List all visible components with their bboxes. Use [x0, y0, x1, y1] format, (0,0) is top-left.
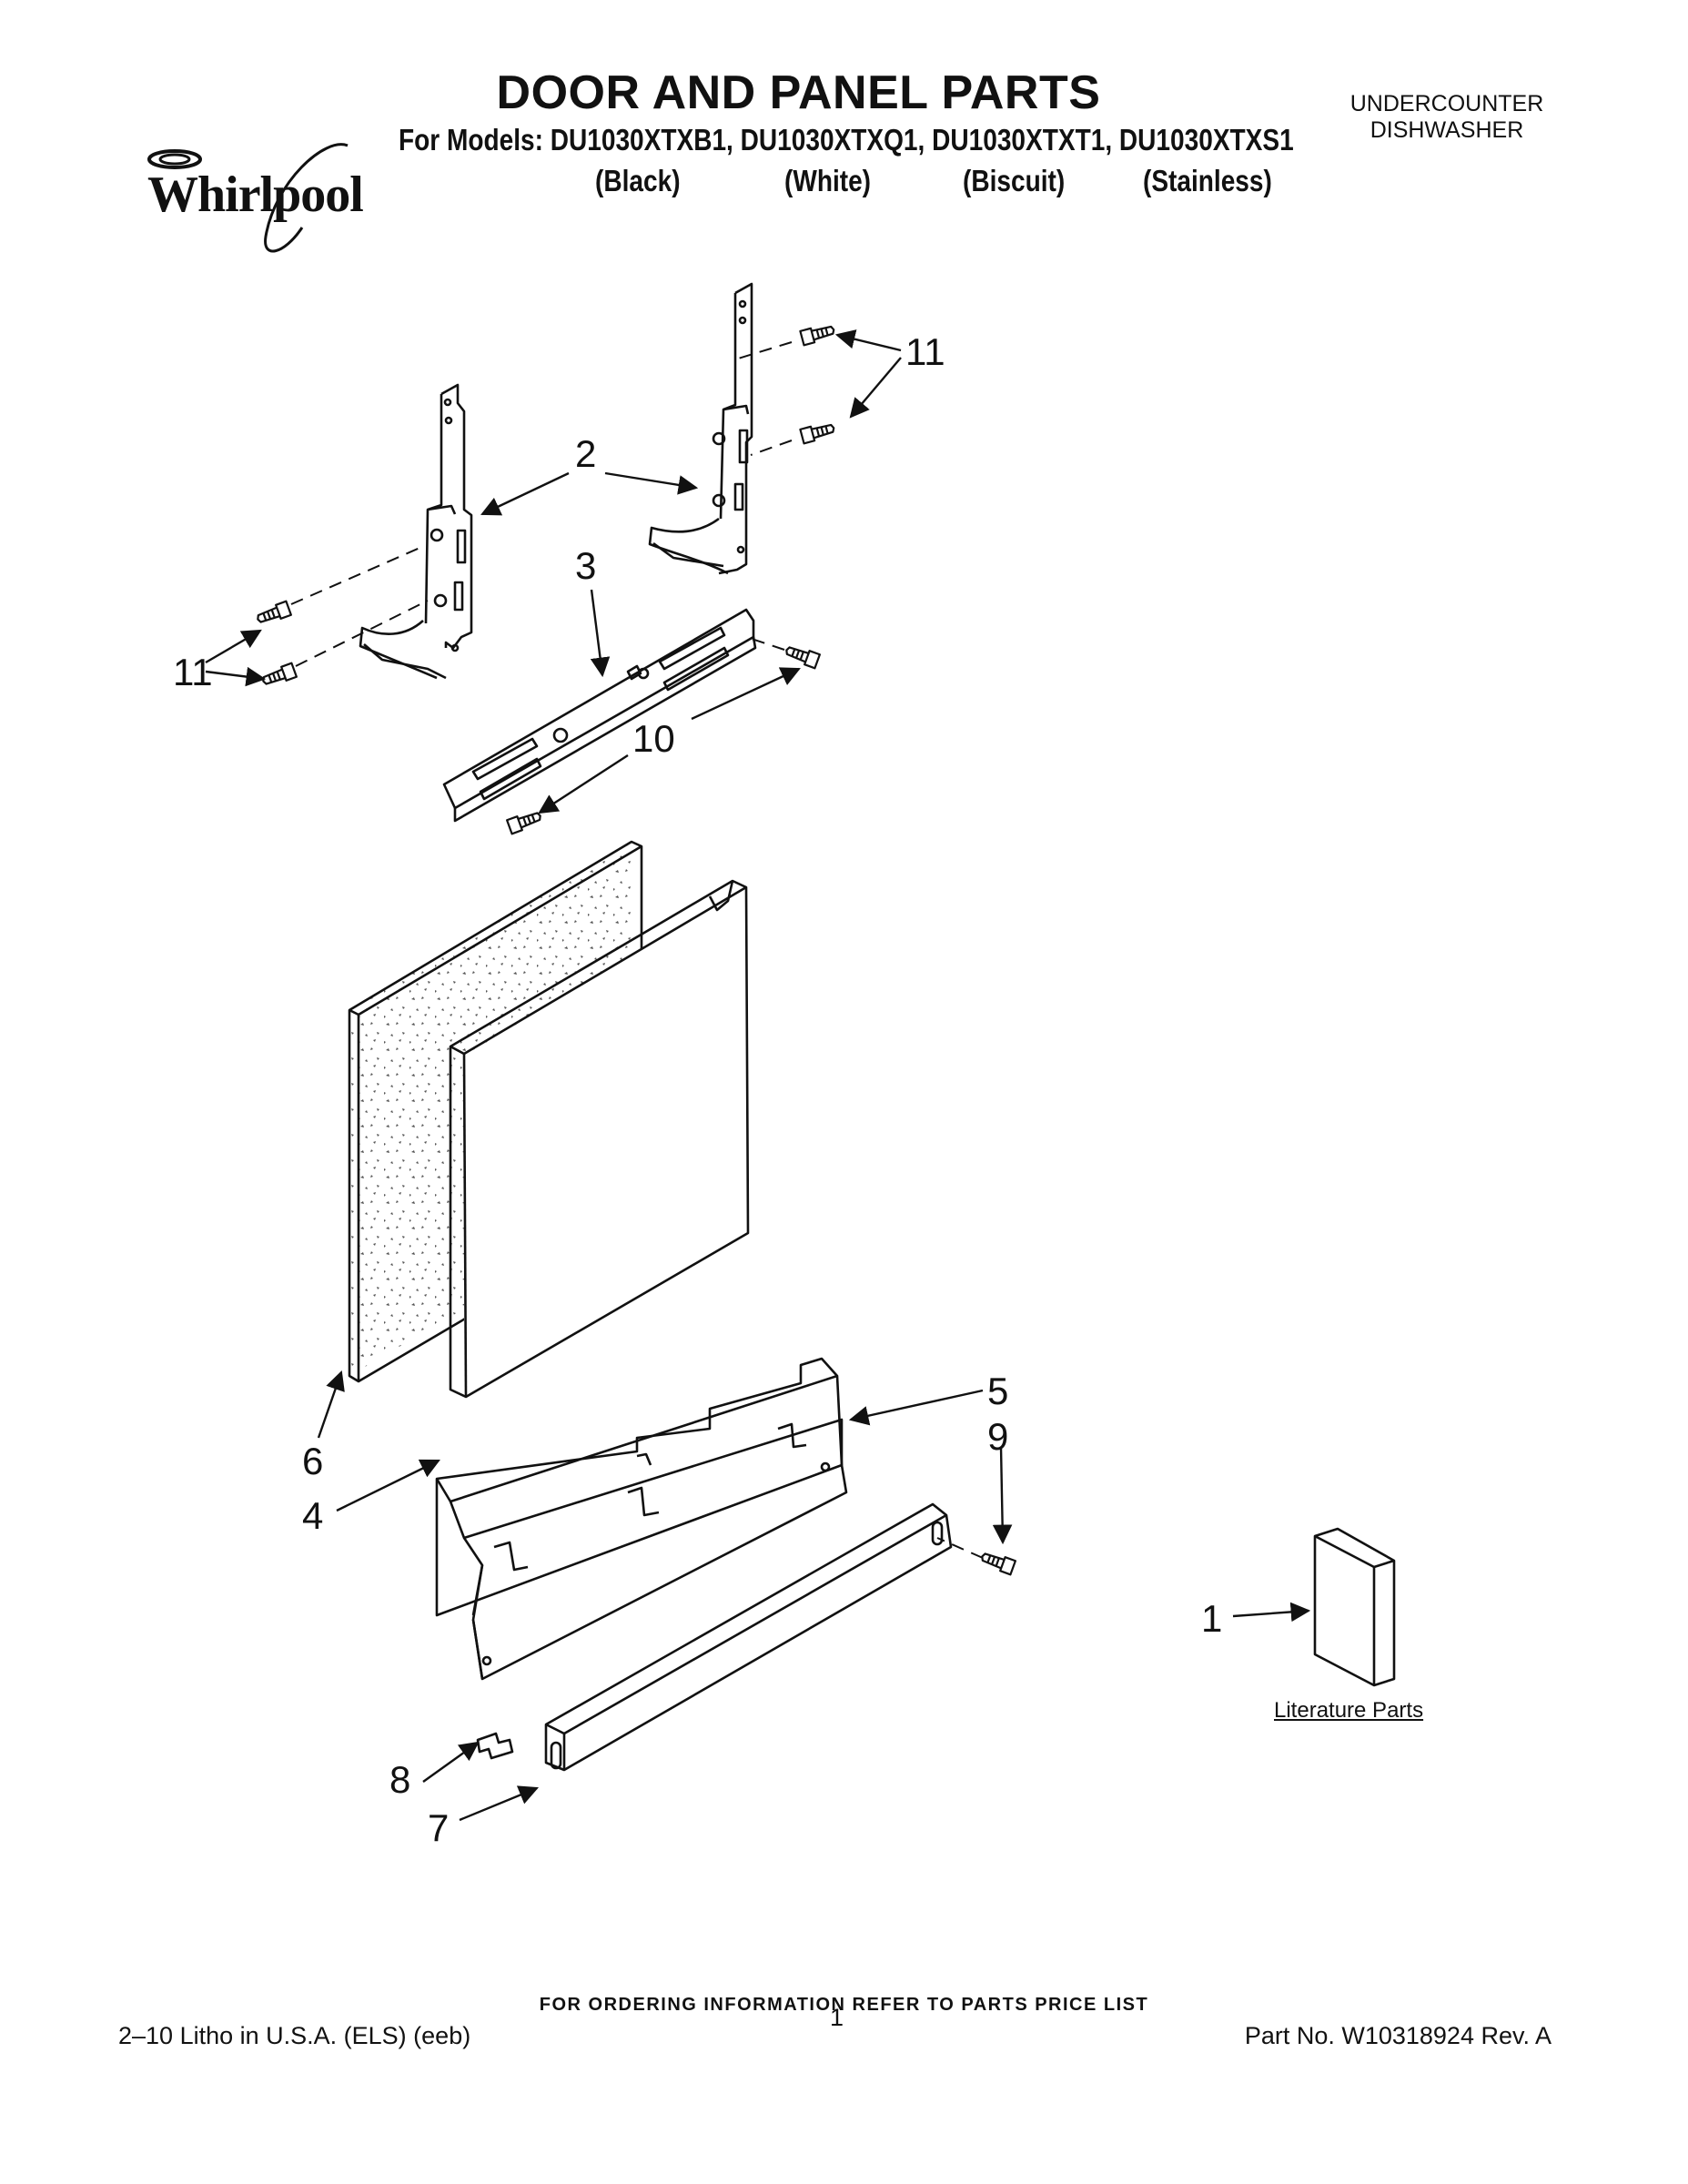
part-number: Part No. W10318924 Rev. A — [1244, 2022, 1552, 2049]
screws — [257, 325, 1016, 1576]
color-stainless: (Stainless) — [1143, 164, 1272, 197]
callout-11-top: 11 — [905, 330, 945, 373]
callout-9: 9 — [987, 1415, 1009, 1458]
left-hinge-bracket — [359, 383, 473, 680]
color-white: (White) — [784, 164, 872, 197]
appliance-line-1: UNDERCOUNTER — [1349, 91, 1544, 116]
models-line: For Models: DU1030XTXB1, DU1030XTXQ1, DU… — [399, 123, 1294, 157]
callout-6: 6 — [302, 1440, 324, 1482]
callout-10: 10 — [632, 717, 675, 760]
appliance-line-2: DISHWASHER — [1370, 117, 1524, 143]
toe-kick-panel — [544, 1502, 953, 1772]
literature-book — [1313, 1527, 1396, 1687]
literature-parts-label: Literature Parts — [1274, 1698, 1424, 1723]
color-biscuit: (Biscuit) — [963, 164, 1066, 197]
appliance-type: UNDERCOUNTER DISHWASHER — [1310, 91, 1583, 144]
page-title: DOOR AND PANEL PARTS — [496, 66, 1101, 119]
clip — [476, 1732, 514, 1760]
callout-1: 1 — [1201, 1597, 1223, 1640]
callout-2: 2 — [575, 432, 597, 475]
leader-arrows — [205, 329, 1311, 1822]
page-number: 1 — [830, 2004, 844, 2031]
callout-4: 4 — [302, 1494, 324, 1537]
callout-7: 7 — [428, 1806, 450, 1849]
door-panel-front — [449, 879, 750, 1399]
brand-logo-text: Whirlpool — [147, 167, 364, 223]
mounting-bracket — [442, 608, 757, 823]
callout-5: 5 — [987, 1370, 1009, 1412]
callout-3: 3 — [575, 544, 597, 587]
whirlpool-logo — [147, 143, 349, 253]
assembly-dashes — [290, 341, 984, 1559]
right-hinge-bracket — [648, 282, 753, 575]
color-black: (Black) — [595, 164, 681, 197]
litho-info: 2–10 Litho in U.S.A. (ELS) (eeb) — [118, 2022, 471, 2049]
ordering-note: FOR ORDERING INFORMATION REFER TO PARTS … — [539, 1995, 1149, 2015]
callout-8: 8 — [389, 1758, 411, 1801]
callout-11-left: 11 — [173, 651, 213, 693]
toe-kick-bracket — [435, 1357, 848, 1681]
